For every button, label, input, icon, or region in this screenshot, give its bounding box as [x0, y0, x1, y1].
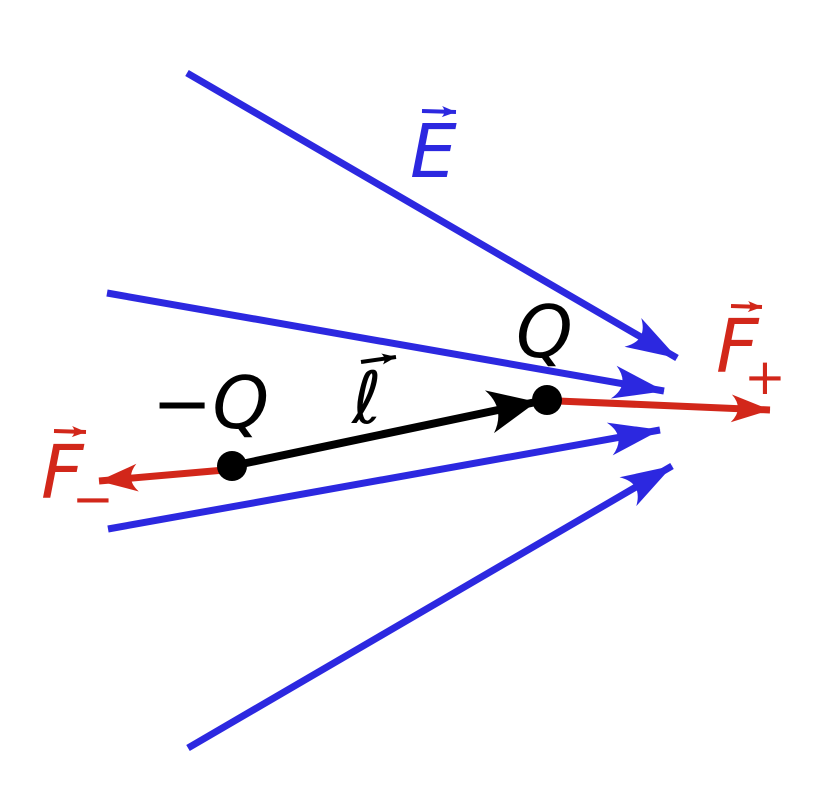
- force-plus-label-arrow-icon: [730, 300, 763, 313]
- force-minus-label-arrow-icon: [53, 426, 87, 438]
- force-minus-arrow: [98, 463, 237, 492]
- field-line-upper-middle: [106, 289, 665, 399]
- field-line-lower-middle: [107, 422, 661, 533]
- field-label-arrow-icon: [421, 106, 457, 118]
- positive-charge-label: Q: [516, 290, 573, 374]
- field-lines: [106, 69, 679, 752]
- force-minus-label: F: [41, 430, 85, 516]
- force-minus-subscript: −: [72, 470, 114, 528]
- negative-charge-label: −Q: [152, 361, 269, 445]
- force-plus-subscript: +: [744, 348, 786, 406]
- negative-charge-dot: [217, 451, 247, 481]
- force-plus-label: F: [716, 304, 760, 390]
- separation-label: ℓ: [350, 356, 382, 440]
- separation-label-arrow-icon: [360, 353, 397, 365]
- force-vectors: [98, 394, 771, 492]
- label-vector-arrows: [53, 106, 763, 438]
- field-label: E: [410, 109, 457, 195]
- dipole-vector: [231, 390, 537, 470]
- field-line-top: [185, 69, 679, 362]
- positive-charge-dot: [532, 385, 562, 415]
- dipole: [217, 385, 562, 481]
- labels: E Q −Q ℓ F + F −: [41, 109, 786, 528]
- force-plus-arrow: [557, 394, 771, 423]
- field-line-bottom: [186, 462, 674, 752]
